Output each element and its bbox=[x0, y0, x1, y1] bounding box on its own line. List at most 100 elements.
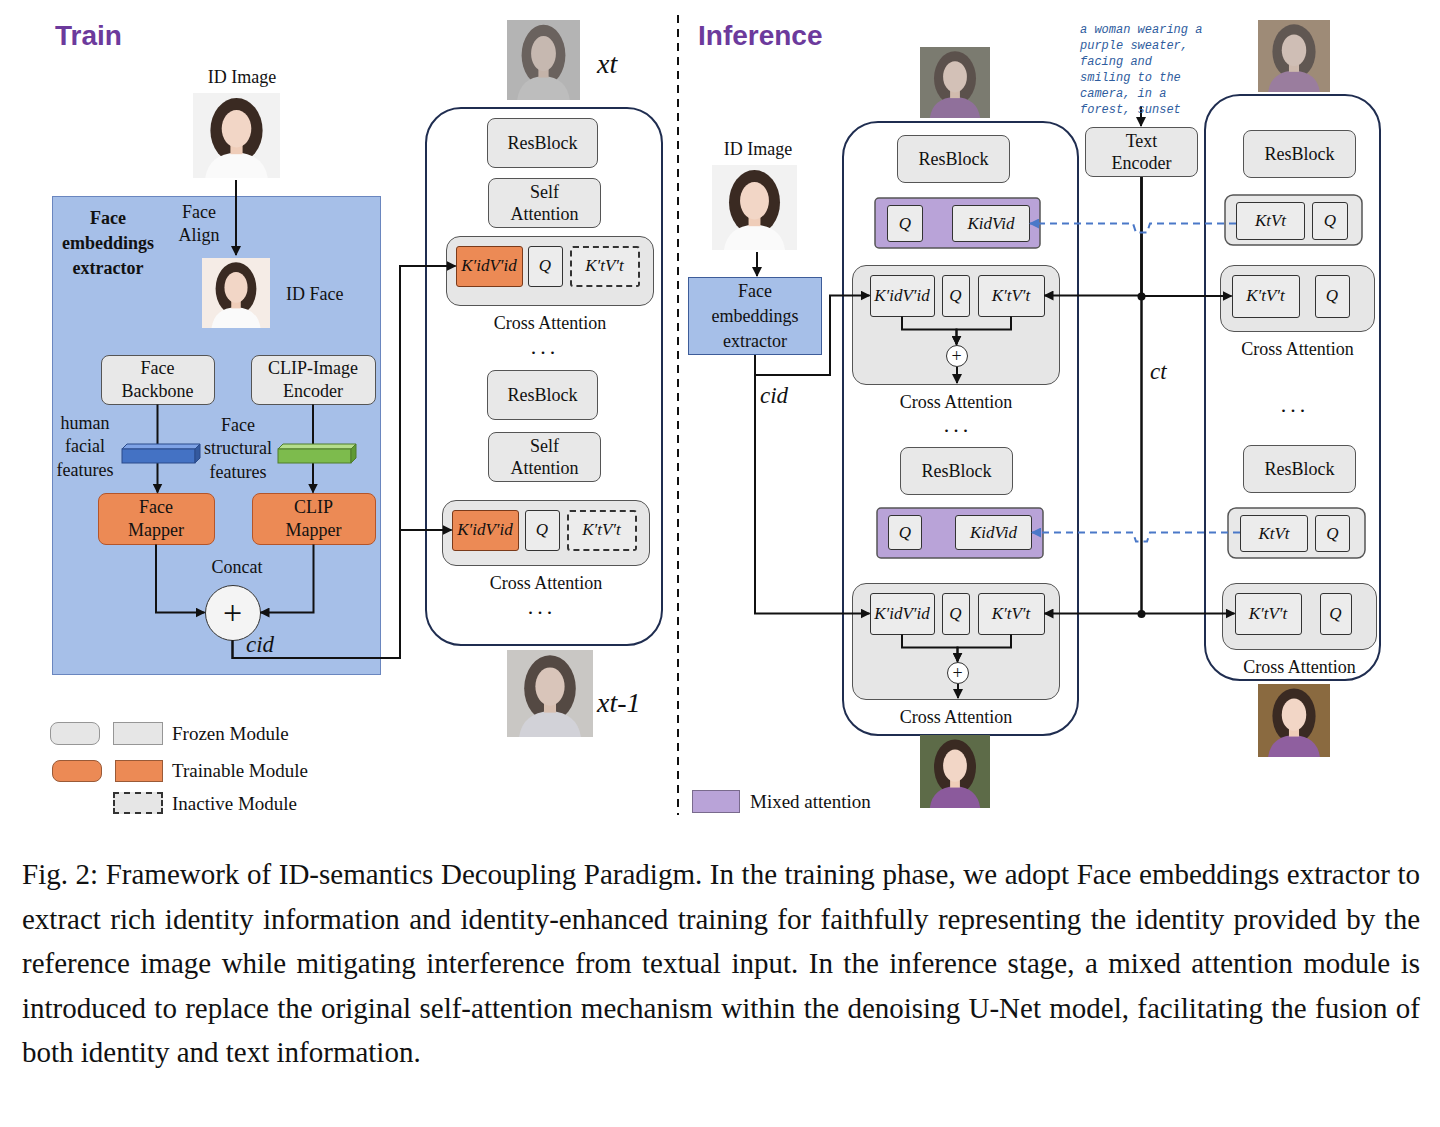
box-label: CLIP Mapper bbox=[279, 496, 349, 541]
generated-image bbox=[1258, 684, 1330, 757]
attention-input-box: K′idV′id bbox=[870, 593, 935, 635]
text-condition-arrow bbox=[1045, 177, 1142, 296]
add-circle: + bbox=[946, 345, 968, 367]
denoised-latent-image bbox=[507, 650, 593, 737]
mixed-attention-box bbox=[877, 508, 1043, 558]
ellipsis: ... bbox=[515, 336, 575, 358]
panel-heading: Face embeddings extractor bbox=[55, 206, 161, 281]
ellipsis: ... bbox=[1265, 394, 1325, 416]
junction-dot bbox=[1138, 610, 1146, 618]
math-symbol: ct bbox=[1150, 357, 1200, 387]
box-label: Q bbox=[899, 213, 911, 234]
box-label: KtVt bbox=[1258, 523, 1289, 544]
attention-input-box: Q bbox=[942, 593, 970, 635]
attention-group: Cross AttentionK′idV′idQK′tV′t bbox=[446, 236, 654, 306]
box-label: K′tV′t bbox=[585, 255, 624, 276]
id-image bbox=[712, 165, 797, 250]
math-symbol: xt bbox=[597, 46, 647, 82]
annotation: ID Face bbox=[286, 283, 366, 306]
module-box: ResBlock bbox=[487, 118, 598, 168]
text-condition-arrow bbox=[1142, 177, 1235, 614]
junction-dot bbox=[1138, 293, 1146, 301]
box-label: ResBlock bbox=[922, 460, 992, 483]
box-label: K′tV′t bbox=[992, 603, 1031, 624]
generated-image bbox=[1258, 20, 1330, 92]
attention-input-box: K′tV′t bbox=[1232, 275, 1300, 318]
attention-input-box: Q bbox=[1315, 515, 1350, 552]
merge-line bbox=[958, 635, 1012, 662]
flow-arrow bbox=[756, 252, 758, 276]
module-box: ResBlock bbox=[900, 447, 1013, 495]
box-label: K′tV′t bbox=[1246, 285, 1285, 306]
attention-input-box: Q bbox=[888, 515, 922, 550]
attention-group: Cross AttentionK′idV′idQK′tV′t+ bbox=[852, 583, 1060, 700]
box-label: ResBlock bbox=[508, 384, 578, 407]
box-label: CLIP-Image Encoder bbox=[258, 357, 368, 402]
text-condition-arrow bbox=[1142, 177, 1232, 296]
id-face-image bbox=[202, 258, 270, 328]
attention-input-box: Q bbox=[1315, 275, 1350, 318]
box-label: KidVid bbox=[970, 522, 1017, 543]
module-box: ResBlock bbox=[897, 135, 1010, 183]
attention-input-box: KtVt bbox=[1240, 515, 1308, 552]
section-title: Train bbox=[55, 18, 255, 54]
annotation: human facial features bbox=[46, 412, 124, 482]
legend-text: Inactive Module bbox=[172, 792, 297, 816]
annotation: Concat bbox=[198, 556, 276, 579]
attention-input-box: K′tV′t bbox=[567, 510, 637, 551]
attention-group: Cross AttentionK′idV′idQK′tV′t+ bbox=[852, 265, 1060, 385]
section-title: Inference bbox=[698, 18, 918, 54]
box-label: Q bbox=[949, 285, 961, 306]
box-label: K′tV′t bbox=[992, 285, 1031, 306]
group-label: Cross Attention bbox=[823, 706, 1089, 729]
box-label: K′tV′t bbox=[582, 519, 621, 540]
legend-swatch bbox=[113, 722, 163, 745]
box-label: ResBlock bbox=[919, 148, 989, 171]
ellipsis: ... bbox=[512, 596, 572, 618]
attention-input-box: K′tV′t bbox=[570, 246, 640, 287]
attention-group: Cross AttentionK′tV′tQ bbox=[1220, 265, 1375, 332]
extractor-panel: Face embeddings extractorFace BackboneCL… bbox=[52, 196, 381, 675]
box-label: Face Mapper bbox=[121, 496, 191, 541]
unet-outline bbox=[1205, 95, 1380, 680]
legend-swatch bbox=[113, 792, 163, 814]
key-value-transfer bbox=[1030, 224, 1236, 233]
box-label: KtVt bbox=[1255, 210, 1286, 231]
feature-bar bbox=[122, 444, 200, 463]
id-condition-arrow bbox=[755, 296, 870, 376]
ellipsis: ... bbox=[928, 414, 988, 436]
module-box: ResBlock bbox=[1243, 130, 1356, 178]
attention-input-box: K′idV′id bbox=[452, 510, 519, 551]
annotation: Face Align bbox=[168, 201, 230, 248]
noisy-latent-image bbox=[507, 20, 580, 100]
box-label: K′idV′id bbox=[461, 255, 517, 276]
attention-input-box: K′tV′t bbox=[978, 593, 1045, 635]
generated-image bbox=[920, 47, 990, 118]
mixed-attention-box bbox=[875, 198, 1040, 248]
legend-text: Trainable Module bbox=[172, 759, 308, 783]
box-label: Q bbox=[949, 603, 961, 624]
figure-caption: Fig. 2: Framework of ID-semantics Decoup… bbox=[22, 852, 1420, 1075]
extractor-box: Face embeddings extractor bbox=[688, 277, 822, 355]
module-box: Self Attention bbox=[488, 178, 601, 228]
attention-input-box: K′idV′id bbox=[870, 275, 935, 317]
generated-image bbox=[920, 735, 990, 808]
module-box: Self Attention bbox=[488, 432, 601, 482]
attention-input-box: KidVid bbox=[952, 205, 1030, 242]
box-label: Q bbox=[1329, 603, 1341, 624]
box-label: + bbox=[951, 347, 961, 365]
legend-swatch bbox=[52, 760, 102, 782]
math-symbol: xt-1 bbox=[597, 685, 677, 721]
attention-input-box: Q bbox=[1312, 202, 1348, 240]
flow-arrow bbox=[956, 367, 958, 383]
group-label: Cross Attention bbox=[413, 572, 679, 595]
legend-swatch bbox=[115, 760, 163, 782]
legend-swatch bbox=[692, 790, 740, 813]
text-prompt: a woman wearing a purple sweater, facing… bbox=[1080, 22, 1206, 118]
feature-arrow bbox=[157, 405, 159, 493]
box-label: K′idV′id bbox=[457, 519, 513, 540]
module-box: Text Encoder bbox=[1085, 127, 1198, 177]
box-label: K′idV′id bbox=[874, 603, 930, 624]
attention-input-box: K′tV′t bbox=[1235, 593, 1302, 635]
